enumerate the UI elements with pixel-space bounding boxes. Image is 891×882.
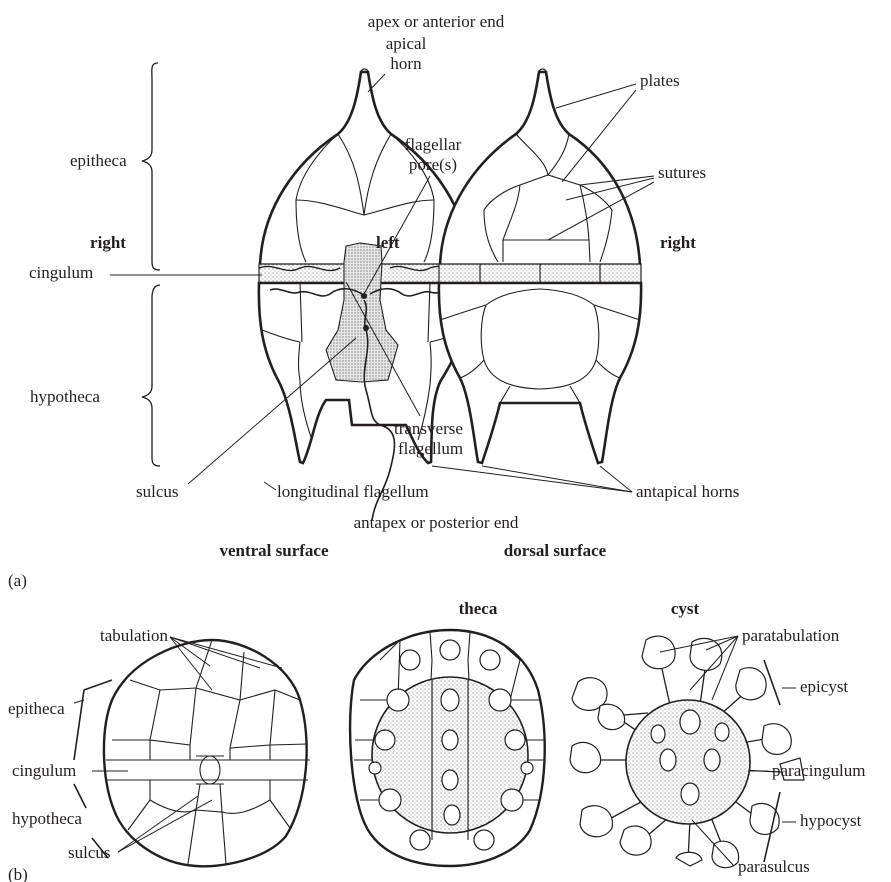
label-pores: pore(s) [409,155,457,174]
hypotheca-line-b [74,784,86,808]
theca2-process [410,830,430,850]
label-right-ventral: right [90,233,126,252]
label-horn: horn [390,54,422,73]
ventral-caption: ventral surface [219,541,329,560]
theca2-process [369,762,381,774]
theca2-process [474,830,494,850]
label-tabulation: tabulation [100,626,168,645]
theca-outline [104,640,307,866]
label-flagellum: flagellum [398,439,463,458]
theca2-process [442,770,458,790]
theca2-process [442,730,458,750]
leader-longitudinal [264,482,276,490]
label-transverse: transverse [394,419,463,438]
apex-label: apex or anterior end [368,12,505,31]
label-sutures: sutures [658,163,706,182]
antapex-label: antapex or posterior end [354,513,519,532]
label-hypocyst: hypocyst [800,811,862,830]
theca2-process [441,689,459,711]
theca2-process [521,762,533,774]
label-antapical-horns: antapical horns [636,482,739,501]
label-apical: apical [386,34,427,53]
leader-antapical-2 [482,466,632,492]
theca2-process [480,650,500,670]
brace-epitheca [142,63,160,270]
theca2-process [387,689,409,711]
theca-outline-drawing [104,640,310,866]
theca2-process [400,650,420,670]
theca2-process [440,640,460,660]
label-cingulum-a: cingulum [29,263,93,282]
dorsal-cell [439,69,641,463]
label-longitudinal: longitudinal flagellum [277,482,429,501]
theca2-process [501,789,523,811]
theca2-process [375,730,395,750]
cyst-paraplate [660,749,676,771]
theca2-process [379,789,401,811]
label-sulcus-b: sulcus [68,843,111,862]
label-parasulcus: parasulcus [738,857,810,876]
epitheca-line-b [74,690,84,760]
theca2-process [505,730,525,750]
theca-with-cyst-drawing [350,630,545,866]
theca2-process [489,689,511,711]
theca2-process [444,805,460,825]
label-paracingulum: paracingulum [772,761,865,780]
cyst-paraplate [651,725,665,743]
label-left-ventral: left [376,233,400,252]
cyst-paraplate [715,723,729,741]
label-right-dorsal: right [660,233,696,252]
cyst-paraplate [704,749,720,771]
label-paratabulation: paratabulation [742,626,840,645]
label-epicyst: epicyst [800,677,848,696]
leader-antapical-1 [432,466,632,492]
label-sulcus-a: sulcus [136,482,179,501]
theca-title: theca [459,599,498,618]
part-b-label: (b) [8,865,28,882]
label-flagellar: flagellar [405,135,462,154]
label-cingulum-b: cingulum [12,761,76,780]
label-plates: plates [640,71,680,90]
cyst-drawing [570,636,804,868]
epitheca-bracket-b [84,680,112,690]
part-a-label: (a) [8,571,27,590]
label-hypotheca-b: hypotheca [12,809,82,828]
label-epitheca-a: epitheca [70,151,127,170]
dorsal-caption: dorsal surface [504,541,607,560]
cyst-title: cyst [671,599,700,618]
dorsal-epitheca [440,72,640,266]
brace-hypotheca [142,285,160,466]
cyst-paraplate [680,710,700,734]
label-hypotheca-a: hypotheca [30,387,100,406]
label-epitheca-b: epitheca [8,699,65,718]
cyst-paraplate [681,783,699,805]
